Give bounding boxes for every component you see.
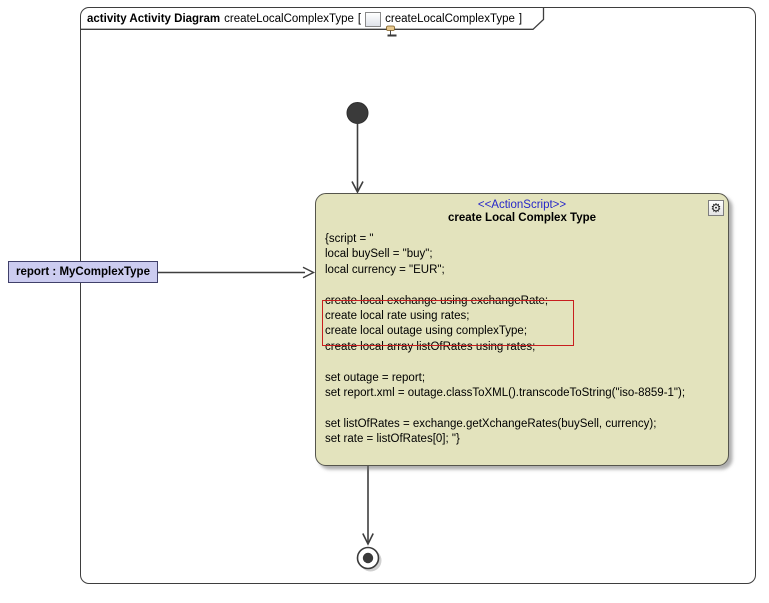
frame-title-bracket-open: [ — [357, 13, 362, 25]
script-line: create local outage using complexType; — [325, 325, 528, 338]
frame-title-name: createLocalComplexType — [224, 13, 354, 25]
action-title: create Local Complex Type — [447, 212, 597, 224]
gear-icon[interactable]: ⚙ — [708, 200, 724, 216]
script-line: create local array listOfRates using rat… — [325, 340, 536, 353]
script-line — [325, 401, 728, 416]
script-line: local buySell = "buy"; — [325, 248, 433, 261]
script-line: set report.xml = outage.classToXML().tra… — [325, 386, 686, 399]
object-node-label: report : MyComplexType — [16, 266, 150, 278]
frame-title: activity Activity Diagram createLocalCom… — [87, 10, 523, 36]
diagram-frame — [80, 7, 756, 584]
frame-title-keyword: activity Activity Diagram — [87, 13, 221, 25]
script-line: {script = " — [325, 233, 374, 245]
frame-title-bracket-close: ] — [518, 13, 523, 25]
script-line: set listOfRates = exchange.getXchangeRat… — [325, 417, 657, 430]
action-script-body: {script = " local buySell = "buy"; local… — [316, 232, 728, 447]
script-line — [325, 355, 728, 370]
script-line: set outage = report; — [325, 371, 426, 384]
activity-diagram-icon — [365, 11, 397, 36]
script-line: create local rate using rates; — [325, 309, 470, 322]
object-node-report[interactable]: report : MyComplexType — [8, 261, 158, 283]
script-line: set rate = listOfRates[0]; "} — [325, 433, 460, 446]
script-line — [325, 278, 728, 293]
gear-glyph: ⚙ — [710, 201, 722, 215]
script-line: local currency = "EUR"; — [325, 263, 445, 276]
action-node-create-local-complex-type[interactable]: ⚙ <<ActionScript>> create Local Complex … — [315, 193, 729, 466]
action-stereotype: <<ActionScript>> — [477, 199, 567, 211]
script-line: create local exchange using exchangeRate… — [325, 294, 549, 307]
frame-title-diagram-ref: createLocalComplexType — [385, 13, 515, 25]
